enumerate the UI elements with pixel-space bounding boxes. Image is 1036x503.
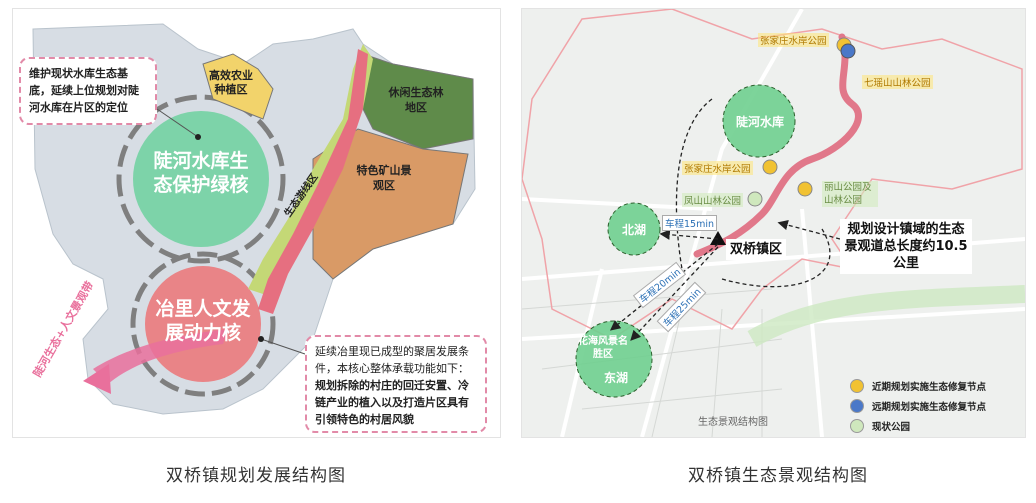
right-caption: 双桥镇生态景观结构图 <box>688 466 868 486</box>
core-function-note: 延续冶里现已成型的聚居发展条件，本核心整体承载功能如下： 规划拆除的村庄的回迁安… <box>305 335 487 433</box>
core-function-bold: 规划拆除的村庄的回迁安置、冷链产业的植入以及打造片区具有引领特色的村居风貌 <box>315 379 469 426</box>
time-15min: 车程15min <box>662 215 718 231</box>
green-core-ring <box>116 94 286 264</box>
scenic-line-label: 规划设计镇域的生态景观道总长度约10.5公里 <box>840 219 972 274</box>
legend-park-label: 现状公园 <box>872 422 911 433</box>
town-marker <box>710 231 726 245</box>
mine-zone-label: 特色矿山景观区 <box>356 164 412 192</box>
agri-zone <box>202 53 274 120</box>
map-legend: 近期规划实施生态修复节点 远期规划实施生态修复节点 现状公园 <box>850 376 1020 436</box>
legend-near-dot <box>850 379 864 393</box>
agri-zone-label: 高效农业种植区 <box>209 69 253 96</box>
legend-near-label: 近期规划实施生态修复节点 <box>872 382 987 393</box>
north-lake-circle <box>608 203 660 255</box>
ecology-structure-panel: 陡河水库 北湖 东湖 花海风景名胜区 张家庄水岸公园 七瑶山山林公园 张家庄水岸… <box>521 8 1026 438</box>
left-caption: 双桥镇规划发展结构图 <box>166 466 346 486</box>
river-line <box>693 33 862 258</box>
flower-sea-label: 花海风景名胜区 <box>578 336 628 360</box>
core-function-lead: 延续冶里现已成型的聚居发展条件，本核心整体承载功能如下： <box>315 345 469 375</box>
red-core-ring <box>130 251 276 397</box>
park-zhangjiazhuang-mid: 张家庄水岸公园 <box>682 161 753 175</box>
reservoir-circle <box>723 85 795 157</box>
node-blue-1 <box>840 43 856 59</box>
map-title: 生态景观结构图 <box>698 417 768 428</box>
legend-park: 现状公园 <box>850 416 1020 436</box>
town-label: 双桥镇区 <box>726 239 787 260</box>
north-lake-label: 北湖 <box>622 223 647 237</box>
red-core-label: 冶里人文发展动力核 <box>155 298 251 344</box>
reservoir-note: 维护现状水库生态基底，延续上位规划对陡河水库在片区的定位 <box>19 57 157 125</box>
leisure-zone-label: 休闲生态林地区 <box>388 86 444 114</box>
node-yellow-3 <box>797 181 813 197</box>
park-zhangjiazhuang-top: 张家庄水岸公园 <box>758 33 829 47</box>
legend-near-node: 近期规划实施生态修复节点 <box>850 376 1020 396</box>
river-band <box>258 49 368 314</box>
green-belt <box>747 285 1025 347</box>
planning-structure-panel: 维护现状水库生态基底，延续上位规划对陡河水库在片区的定位 陡河水库生态保护绿核 … <box>12 8 501 438</box>
east-lake-label: 东湖 <box>604 371 629 385</box>
legend-park-dot <box>850 419 864 433</box>
mine-zone <box>312 128 469 280</box>
reservoir-label: 陡河水库 <box>736 115 785 129</box>
park-fenghuangshan: 凤山山林公园 <box>682 193 744 207</box>
legend-far-dot <box>850 399 864 413</box>
node-yellow-2 <box>762 159 778 175</box>
park-lishan: 丽山公园及山林公园 <box>822 181 878 207</box>
green-core-circle <box>133 111 269 247</box>
legend-far-label: 远期规划实施生态修复节点 <box>872 402 987 413</box>
legend-far-node: 远期规划实施生态修复节点 <box>850 396 1020 416</box>
belt-arrow <box>93 329 228 384</box>
park-qiyaoshan: 七瑶山山林公园 <box>862 75 933 89</box>
node-park-1 <box>747 191 763 207</box>
belt-arrow-head <box>83 364 111 394</box>
green-core-label: 陡河水库生态保护绿核 <box>153 150 249 196</box>
